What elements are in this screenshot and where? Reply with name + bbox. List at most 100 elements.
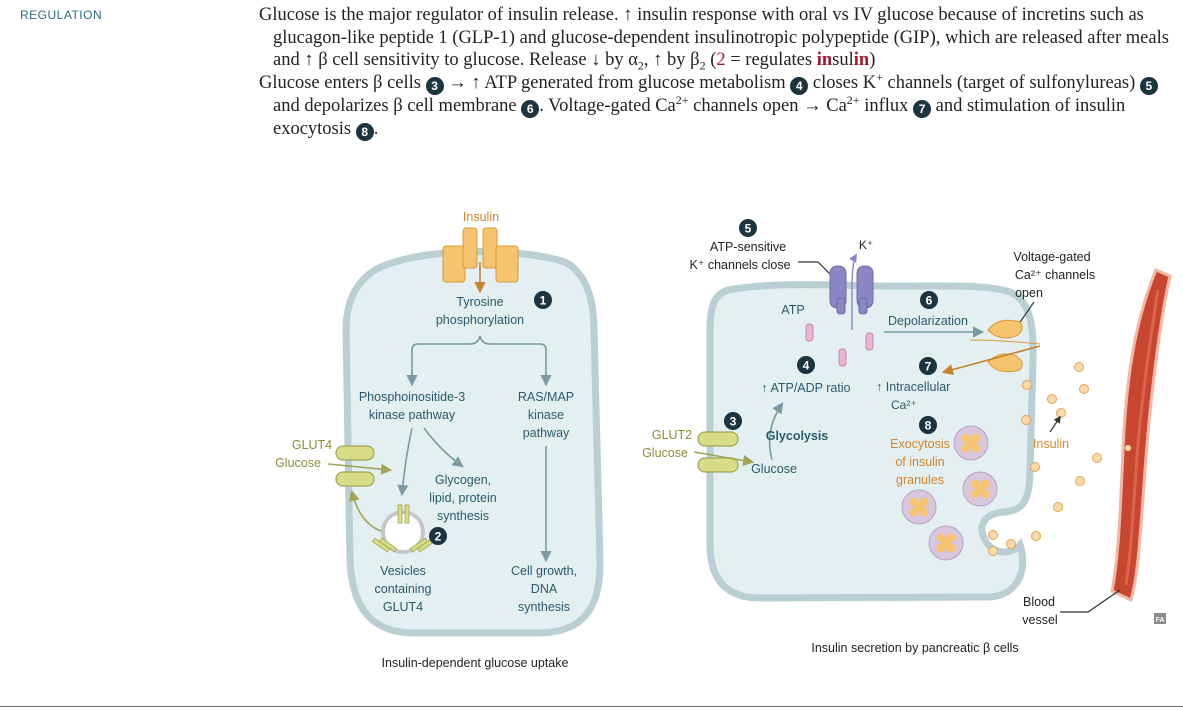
step-2-number: 2 xyxy=(435,530,442,544)
step-5-number: 5 xyxy=(745,222,752,236)
step-4-number: 4 xyxy=(803,359,810,373)
calcium-influx-arrow xyxy=(941,345,1041,376)
growth-label-line1: Cell growth, xyxy=(511,564,577,578)
blood-vessel-label-line2: vessel xyxy=(1022,613,1057,627)
superscript: 2+ xyxy=(675,92,689,107)
text: ( xyxy=(705,50,717,70)
blood-cell xyxy=(1125,445,1131,451)
step-6-number: 6 xyxy=(926,294,933,308)
right-cell xyxy=(706,281,1037,602)
mnemonic-in: in xyxy=(853,50,870,70)
ras-label-line2: kinase xyxy=(528,408,564,422)
left-diagram: Insulin Tyrosine phosphorylation 1 Phosp… xyxy=(275,210,604,670)
glucose-out-label: Glucose xyxy=(642,446,688,460)
step-marker: 7 xyxy=(913,99,932,118)
pi3k-label-line2: kinase pathway xyxy=(369,408,456,422)
exocytosis-label-line1: Exocytosis xyxy=(890,437,950,451)
step-marker: 5 xyxy=(1139,76,1158,95)
text: and stimulation of insulin exocytosis xyxy=(273,95,1126,139)
text: . Voltage-gated Ca xyxy=(539,95,676,116)
up-arrow: ↑ xyxy=(304,50,314,70)
step-8-marker xyxy=(919,416,937,434)
text: β cell sensitivity to glucose. Release xyxy=(313,50,592,70)
insulin-granule xyxy=(928,525,964,561)
insulin-secreted-label: Insulin xyxy=(1033,437,1069,451)
text: channels open → Ca xyxy=(688,95,847,116)
blood-vessel-label-line1: Blood xyxy=(1023,595,1055,609)
secreted-insulin xyxy=(988,362,1102,556)
insulin-receptor xyxy=(442,227,519,283)
intracellular-ca-line2: Ca²⁺ xyxy=(891,398,917,412)
step-1-number: 1 xyxy=(540,294,547,308)
insulin-granules xyxy=(901,425,998,561)
vgcc-membrane xyxy=(969,339,1041,345)
glycolysis-label: Glycolysis xyxy=(766,429,829,443)
intracellular-ca-line1: ↑ Intracellular xyxy=(876,380,950,394)
step-5-marker xyxy=(739,219,757,237)
text: sul xyxy=(832,50,854,70)
exocytosis-label-line3: granules xyxy=(896,473,944,487)
left-caption: Insulin-dependent glucose uptake xyxy=(382,656,569,670)
glucose-in-label: Glucose xyxy=(751,462,797,476)
down-arrow: ↓ xyxy=(591,50,601,70)
growth-label-line3: synthesis xyxy=(518,600,570,614)
branch-brace xyxy=(411,335,547,382)
atp-adp-ratio-label: ↑ ATP/ADP ratio xyxy=(761,381,850,395)
kplus-arrow xyxy=(849,253,857,330)
text: channels (target of sulfonylureas) xyxy=(882,72,1140,93)
kplus-label: K⁺ xyxy=(859,238,873,252)
step-3-marker xyxy=(724,412,742,430)
step-1-marker xyxy=(534,291,552,309)
pi3k-to-vesicle-arrow xyxy=(397,427,413,497)
text: , xyxy=(643,50,654,70)
growth-label-line2: DNA xyxy=(531,582,558,596)
glucose-entry-arrow-right xyxy=(693,451,755,466)
vesicles-label-line3: GLUT4 xyxy=(383,600,423,614)
blood-vessel-leader xyxy=(1060,589,1121,613)
paragraph-regulation: Glucose is the major regulator of insuli… xyxy=(259,4,1171,72)
ras-label-line1: RAS/MAP xyxy=(518,390,574,404)
text: = regulates xyxy=(725,50,817,70)
glut4-label: GLUT4 xyxy=(292,438,332,452)
section-label: REGULATION xyxy=(20,8,103,22)
right-diagram: 5 ATP-sensitive K⁺ channels close K⁺ ATP… xyxy=(642,219,1172,655)
glut4-vesicle xyxy=(371,504,436,554)
exocytosis-label-line2: of insulin xyxy=(895,455,944,469)
right-caption: Insulin secretion by pancreatic β cells xyxy=(811,641,1018,655)
vesicles-label-line2: containing xyxy=(375,582,432,596)
tyrosine-label-line2: phosphorylation xyxy=(436,313,524,327)
insulin-granule xyxy=(962,471,998,507)
katp-channel xyxy=(829,265,874,315)
up-arrow: ↑ xyxy=(623,5,633,25)
text: Glucose is the major regulator of insuli… xyxy=(259,5,624,25)
glut2-label: GLUT2 xyxy=(652,428,692,442)
insulin-granule xyxy=(953,425,989,461)
mnemonic-two: 2 xyxy=(716,50,726,70)
bottom-divider xyxy=(0,706,1183,707)
glycogen-label-line3: synthesis xyxy=(437,509,489,523)
publisher-logo xyxy=(1154,613,1166,624)
text: by β xyxy=(662,50,700,70)
depolarization-label: Depolarization xyxy=(888,314,968,328)
insulin-label: Insulin xyxy=(463,210,499,224)
glut4-transporter xyxy=(335,445,375,487)
superscript: 2+ xyxy=(846,92,860,107)
text: Glucose enters β cells xyxy=(259,72,426,93)
text: ) xyxy=(869,50,876,70)
katp-label-line1: ATP-sensitive xyxy=(710,240,786,254)
glucose-entry-arrow xyxy=(327,463,393,475)
vgcc-label-line3: open xyxy=(1015,286,1043,300)
glut2-transporter xyxy=(697,431,739,473)
step-7-number: 7 xyxy=(925,360,932,374)
insulin-leader-line xyxy=(1049,415,1061,433)
vgcc-label-line2: Ca²⁺ channels xyxy=(1015,268,1095,282)
up-arrow: ↑ xyxy=(653,50,663,70)
step-marker: 8 xyxy=(355,122,374,141)
text: and depolarizes β cell membrane xyxy=(273,95,522,116)
text: ATP generated from glucose metabolism xyxy=(480,72,791,93)
text: influx xyxy=(859,95,914,116)
glucose-label-left: Glucose xyxy=(275,456,321,470)
step-marker: 6 xyxy=(521,99,540,118)
text: . xyxy=(373,118,379,139)
step-3-number: 3 xyxy=(730,415,737,429)
